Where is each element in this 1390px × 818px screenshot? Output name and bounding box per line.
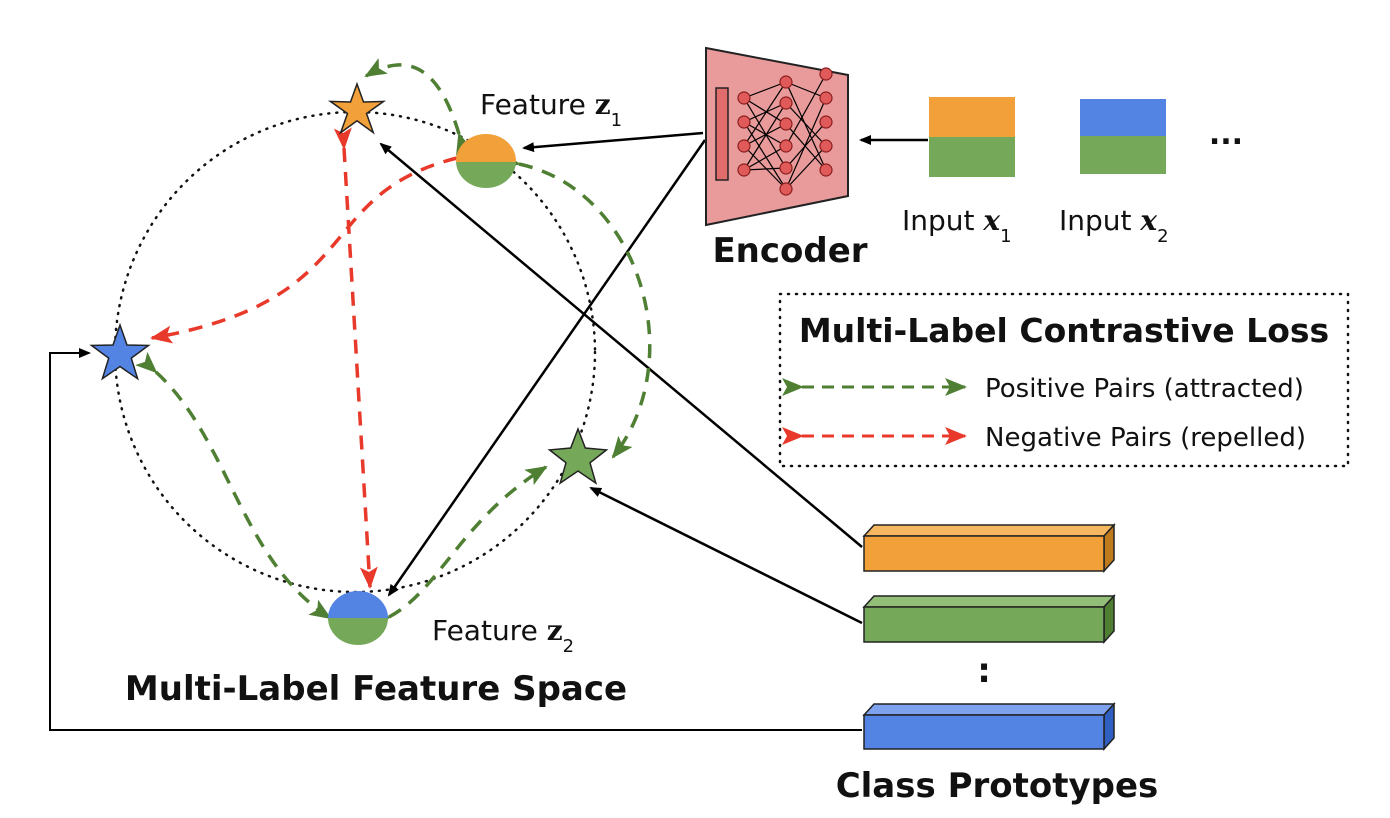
orange-prototype-bar bbox=[862, 523, 1116, 573]
inputs-ellipsis: ... bbox=[1209, 117, 1243, 152]
feature-z1-sub: 1 bbox=[611, 110, 622, 131]
feature-z1-node bbox=[456, 134, 516, 188]
feature-z1-var: z bbox=[595, 88, 611, 121]
feature-z2-var: z bbox=[547, 614, 563, 647]
input-x2-var: x bbox=[1139, 204, 1157, 237]
blue-star-icon bbox=[89, 322, 151, 381]
input-x2-sub: 2 bbox=[1157, 226, 1168, 247]
feature-z1-text: Feature bbox=[480, 88, 595, 121]
prototypes-label: Class Prototypes bbox=[836, 766, 1159, 806]
input-x1-sub: 1 bbox=[1000, 226, 1011, 247]
legend-negative-label: Negative Pairs (repelled) bbox=[985, 423, 1306, 453]
attract-arrow-z1-orange bbox=[364, 58, 474, 156]
encoder-label: Encoder bbox=[712, 231, 867, 271]
prototypes-ellipsis: : bbox=[977, 651, 991, 691]
feature-z2-node bbox=[328, 591, 388, 645]
input-x1-var: x bbox=[982, 204, 1000, 237]
input-x2-text: Input bbox=[1059, 204, 1140, 237]
blue-prototype-arrow bbox=[49, 348, 862, 731]
input-x2-image bbox=[1080, 99, 1166, 174]
input-x1-image bbox=[929, 97, 1015, 177]
legend-title: Multi-Label Contrastive Loss bbox=[799, 311, 1329, 350]
attract-arrow-z2-blue bbox=[135, 351, 332, 620]
feature-z2-sub: 2 bbox=[563, 636, 574, 657]
attract-arrow-z1-green bbox=[497, 150, 652, 459]
feature-z2-text: Feature bbox=[432, 614, 547, 647]
feature-z2-label: Feature z2 bbox=[432, 614, 574, 657]
feature-space-label: Multi-Label Feature Space bbox=[125, 669, 627, 709]
feature-z1-label: Feature z1 bbox=[480, 88, 622, 131]
orange-star-icon bbox=[327, 81, 387, 135]
input-x2-label: Input x2 bbox=[1059, 204, 1169, 247]
green-star-icon bbox=[547, 426, 609, 485]
encoder-block bbox=[705, 46, 849, 227]
repel-arrow-z1-blue bbox=[150, 144, 479, 344]
encoder-to-z1-arrow bbox=[522, 131, 704, 153]
input-x1-label: Input x1 bbox=[902, 204, 1012, 247]
green-prototype-bar bbox=[862, 594, 1116, 644]
blue-prototype-bar bbox=[862, 702, 1116, 751]
green-prototype-arrow bbox=[589, 486, 863, 625]
attract-arrow-z2-green bbox=[367, 465, 548, 635]
repel-arrow-orange-z2 bbox=[333, 127, 378, 589]
legend-positive-label: Positive Pairs (attracted) bbox=[985, 374, 1304, 404]
input-x1-text: Input bbox=[902, 204, 983, 237]
legend-box bbox=[778, 292, 1350, 468]
